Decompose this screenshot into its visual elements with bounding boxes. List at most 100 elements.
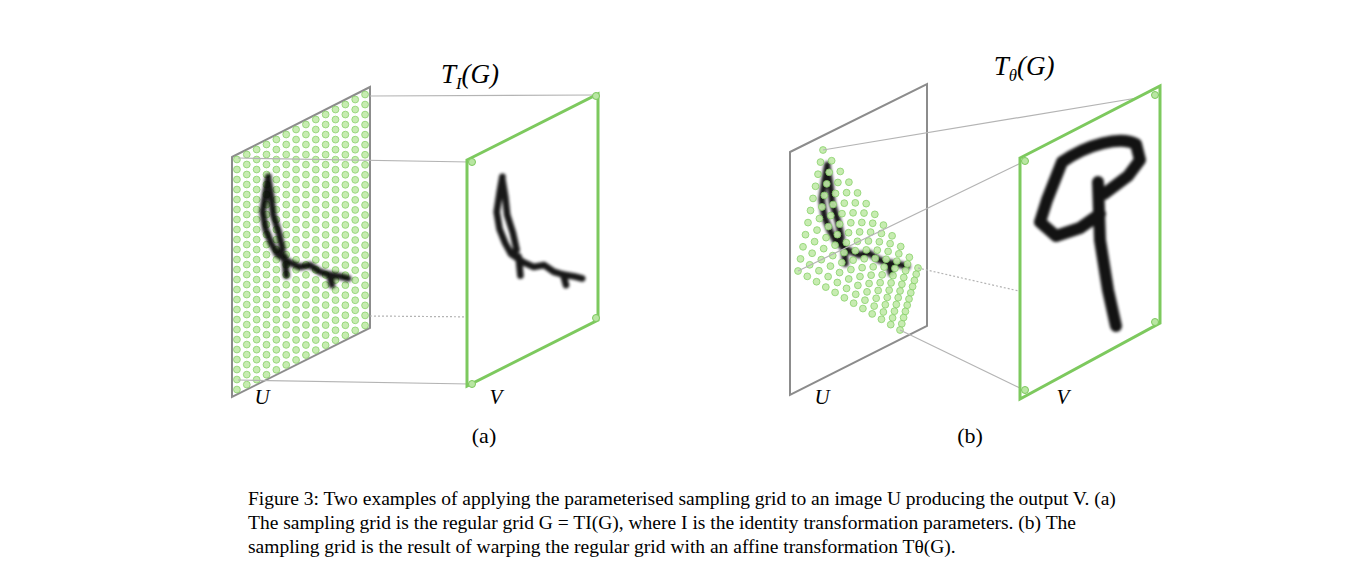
grid-point <box>253 196 260 203</box>
grid-point <box>253 246 260 253</box>
grid-point <box>821 192 828 199</box>
grid-point <box>253 186 260 193</box>
grid-point <box>797 256 804 263</box>
grid-point <box>911 277 918 284</box>
grid-point <box>342 131 349 138</box>
grid-point <box>362 171 369 178</box>
grid-point <box>342 222 349 229</box>
grid-point <box>362 212 369 219</box>
grid-point <box>352 146 359 153</box>
grid-point <box>342 201 349 208</box>
grid-point <box>872 255 879 262</box>
grid-point <box>352 307 359 314</box>
grid-point <box>322 121 329 128</box>
grid-point <box>848 266 855 273</box>
grid-point <box>234 246 241 253</box>
grid-point <box>892 265 899 272</box>
grid-point <box>895 294 902 301</box>
grid-point <box>234 326 241 333</box>
grid-point <box>342 232 349 239</box>
grid-point <box>352 277 359 284</box>
grid-point <box>243 271 250 278</box>
grid-point <box>253 166 260 173</box>
grid-point <box>243 181 250 188</box>
grid-point <box>303 211 310 218</box>
grid-point <box>263 261 270 268</box>
grid-point <box>902 308 909 315</box>
grid-point <box>362 312 369 319</box>
grid-point <box>243 321 250 328</box>
grid-point <box>263 291 270 298</box>
grid-point <box>234 336 241 343</box>
grid-point <box>876 238 883 245</box>
grid-point <box>807 207 814 214</box>
grid-point <box>253 266 260 273</box>
output-image-plane <box>467 93 600 388</box>
grid-point <box>871 211 878 218</box>
grid-point <box>878 316 885 323</box>
grid-point <box>815 171 822 178</box>
grid-point <box>312 176 319 183</box>
grid-point <box>283 221 290 228</box>
grid-point <box>253 216 260 223</box>
grid-point <box>303 342 310 349</box>
grid-point <box>273 286 280 293</box>
grid-point <box>293 166 300 173</box>
grid-point <box>810 195 817 202</box>
grid-point <box>342 332 349 339</box>
grid-point <box>312 236 319 243</box>
grid-point <box>342 141 349 148</box>
grid-point <box>818 204 825 211</box>
grid-point <box>362 282 369 289</box>
grid-point <box>342 252 349 259</box>
grid-point <box>904 261 911 268</box>
grid-point <box>362 181 369 188</box>
grid-point <box>312 246 319 253</box>
grid-point <box>861 210 868 217</box>
grid-point <box>283 291 290 298</box>
grid-point <box>322 231 329 238</box>
grid-point <box>362 161 369 168</box>
grid-point <box>293 226 300 233</box>
panel-label: (b) <box>957 424 983 448</box>
grid-point <box>809 250 816 257</box>
grid-point <box>322 171 329 178</box>
grid-point <box>293 246 300 253</box>
grid-point <box>312 216 319 223</box>
grid-point <box>273 146 280 153</box>
grid-point <box>352 237 359 244</box>
grid-point <box>303 352 310 359</box>
input-digit <box>822 165 908 273</box>
grid-point <box>332 226 339 233</box>
grid-point <box>243 221 250 228</box>
grid-point <box>893 301 900 308</box>
grid-point <box>322 332 329 339</box>
grid-point <box>273 326 280 333</box>
grid-point <box>342 302 349 309</box>
grid-point <box>825 223 832 230</box>
grid-point <box>332 237 339 244</box>
grid-point <box>880 222 887 229</box>
grid-point <box>253 366 260 373</box>
grid-point <box>283 231 290 238</box>
grid-point <box>234 276 241 283</box>
grid-point <box>342 242 349 249</box>
grid-point <box>352 257 359 264</box>
grid-point <box>263 251 270 258</box>
grid-point <box>817 159 824 166</box>
grid-point <box>293 186 300 193</box>
grid-point <box>253 306 260 313</box>
grid-point <box>312 206 319 213</box>
grid-point <box>332 297 339 304</box>
grid-point <box>332 337 339 344</box>
grid-point <box>273 366 280 373</box>
grid-point <box>880 309 887 316</box>
grid-point <box>263 311 270 318</box>
grid-point <box>283 161 290 168</box>
grid-point <box>243 281 250 288</box>
grid-point <box>857 273 864 280</box>
grid-point <box>850 209 857 216</box>
grid-point <box>243 231 250 238</box>
grid-point <box>852 199 859 206</box>
grid-point <box>897 243 904 250</box>
